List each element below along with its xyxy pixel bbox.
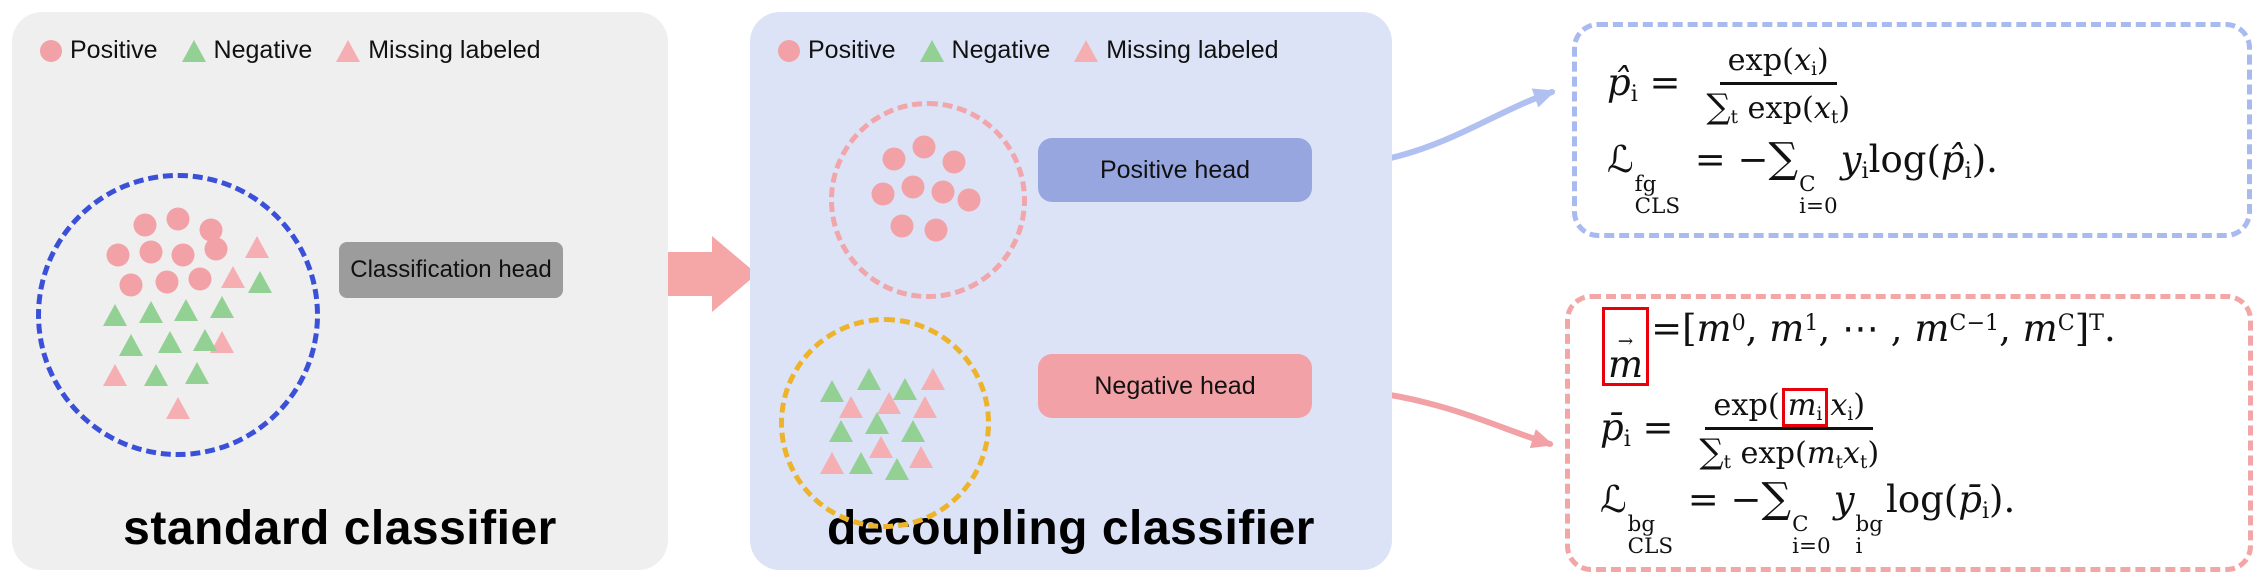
mixed-samples-cluster [36, 173, 320, 457]
positive-marker [119, 273, 143, 297]
missing-marker [877, 391, 902, 414]
legend-item: Negative [181, 36, 313, 65]
positive-marker [924, 218, 948, 242]
positive-marker [133, 213, 157, 237]
legend-item: Negative [919, 36, 1051, 65]
legend-marker-icon [919, 39, 944, 62]
positive-marker [957, 188, 981, 212]
negative-marker [174, 298, 199, 321]
negative-marker [102, 304, 127, 326]
negative-marker [193, 328, 218, 351]
positive-marker [139, 240, 163, 264]
positive-marker [942, 150, 966, 174]
legend-marker-icon [40, 39, 62, 62]
missing-marker [921, 367, 946, 390]
positive-marker [912, 135, 936, 159]
legend-label: Missing labeled [1106, 36, 1279, 64]
negative-marker [138, 301, 163, 324]
legend-label: Negative [951, 36, 1051, 64]
legend-marker-icon [1074, 39, 1099, 62]
missing-marker [102, 364, 127, 387]
positive-marker [901, 175, 925, 199]
missing-marker [909, 446, 934, 469]
legend-label: Missing labeled [368, 36, 541, 64]
classification-head-label: Classification head [350, 256, 552, 283]
standard-classifier-title: standard classifier [123, 502, 557, 555]
bg-mask-vector-formula: →m=[m0, m1, ⋯ , mC−1, mC]T. [1600, 307, 2116, 386]
positive-marker [155, 270, 179, 294]
negative-marker [848, 452, 873, 475]
fg-softmax-formula: p̂i = exp(xi)∑t exp(xt) [1607, 42, 1851, 128]
negative-marker [864, 412, 889, 434]
legend-marker-icon [336, 39, 361, 62]
missing-marker [245, 235, 270, 258]
missing-marker [220, 265, 245, 288]
missing-marker [166, 397, 190, 420]
legend-label: Positive [70, 36, 158, 64]
missing-marker [868, 436, 893, 459]
background-loss-box: →m=[m0, m1, ⋯ , mC−1, mC]T. p̄i = exp(mi… [1565, 294, 2253, 572]
legend-marker-icon [778, 39, 800, 62]
negative-marker [856, 367, 881, 390]
positive-marker [188, 267, 212, 291]
positive-marker [204, 237, 228, 261]
missing-marker [820, 452, 845, 475]
positive-marker [931, 180, 955, 204]
legend-item: Missing labeled [336, 36, 541, 65]
legend-marker-icon [181, 39, 206, 62]
negative-marker [248, 271, 273, 294]
negative-marker [901, 420, 926, 443]
negative-marker [144, 364, 169, 387]
missing-marker [913, 395, 938, 418]
legend-item: Missing labeled [1074, 36, 1279, 65]
negative-head-box: Negative head [1038, 354, 1312, 418]
positive-head-box: Positive head [1038, 138, 1312, 202]
legend-item: Positive [40, 36, 158, 65]
legend-label: Positive [808, 36, 896, 64]
negative-marker [820, 379, 845, 402]
vector-arrow-accent: → [1617, 330, 1634, 352]
negative-samples-cluster [779, 317, 991, 529]
positive-marker [890, 214, 914, 238]
panel-transition-arrow [668, 236, 757, 312]
legend-label: Negative [213, 36, 313, 64]
negative-marker [185, 361, 210, 384]
negative-head-label: Negative head [1094, 371, 1256, 400]
legend-middle: Positive Negative Missing labeled [778, 36, 1279, 65]
positive-marker [199, 218, 223, 242]
negative-marker [119, 334, 144, 357]
positive-marker [871, 182, 895, 206]
positive-marker [171, 243, 195, 267]
missing-marker [838, 395, 863, 418]
classification-head-box: Classification head [339, 242, 563, 298]
positive-samples-cluster [829, 101, 1027, 299]
legend-left: Positive Negative Missing labeled [40, 36, 541, 65]
legend-item: Positive [778, 36, 896, 65]
positive-marker [166, 207, 190, 231]
positive-head-label: Positive head [1099, 155, 1251, 184]
negative-marker [157, 331, 182, 354]
negative-marker [209, 295, 234, 318]
positive-marker [106, 243, 130, 267]
red-highlight-box: →m [1602, 307, 1650, 386]
red-highlight-box: mi [1781, 388, 1829, 428]
positive-marker [882, 147, 906, 171]
negative-marker [885, 458, 910, 481]
negative-marker [828, 420, 853, 443]
